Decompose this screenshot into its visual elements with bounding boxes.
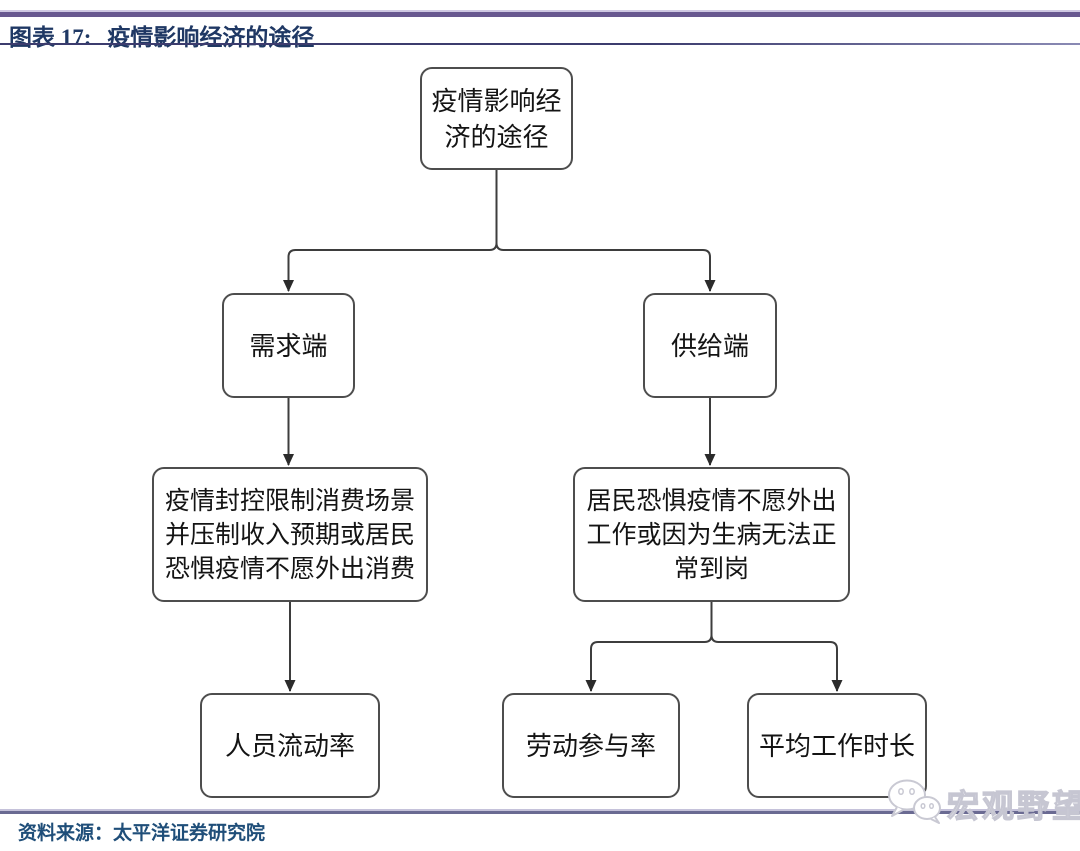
source-note: 资料来源：太平洋证券研究院	[18, 823, 266, 844]
figure-title: 图表 17: 疫情影响经济的途径	[9, 18, 314, 50]
title-underline	[0, 43, 1080, 45]
node-personnel-mobility-rate: 人员流动率	[200, 693, 380, 798]
node-demand-side: 需求端	[222, 293, 355, 398]
bottom-divider	[0, 809, 1080, 814]
figure-title-text: 疫情影响经济的途径	[107, 25, 315, 50]
figure-number-label: 图表 17:	[9, 25, 92, 50]
node-supply-side: 供给端	[643, 293, 777, 398]
node-root-paths: 疫情影响经 济的途径	[420, 67, 573, 170]
watermark-text: 宏观野望	[946, 787, 1080, 824]
node-supply-detail: 居民恐惧疫情不愿外出 工作或因为生病无法正 常到岗	[573, 467, 850, 602]
node-average-working-hours: 平均工作时长	[747, 693, 927, 798]
node-labor-participation-rate: 劳动参与率	[502, 693, 680, 798]
top-divider	[0, 10, 1080, 17]
wechat-icon	[886, 778, 942, 829]
watermark: 宏观野望	[886, 778, 1080, 829]
node-demand-detail: 疫情封控限制消费场景 并压制收入预期或居民 恐惧疫情不愿外出消费	[152, 467, 428, 602]
